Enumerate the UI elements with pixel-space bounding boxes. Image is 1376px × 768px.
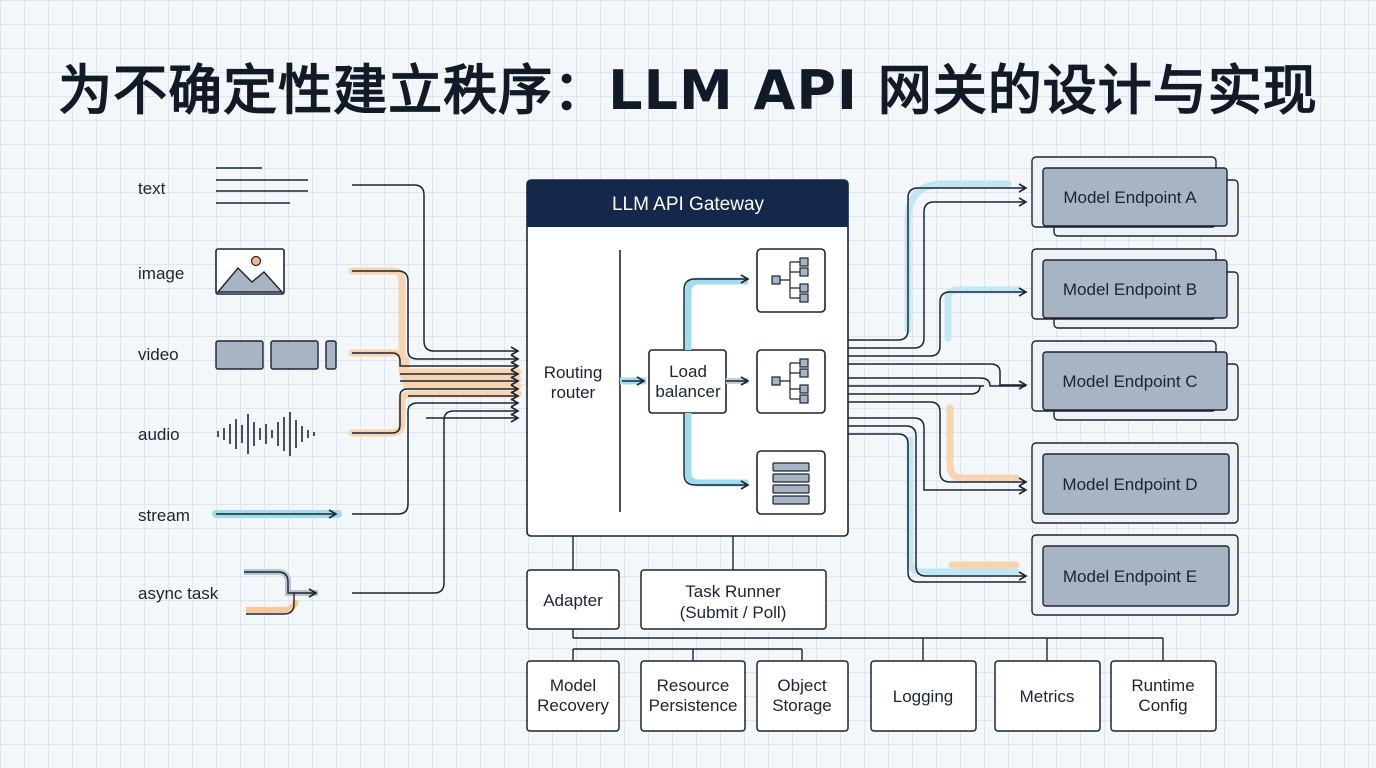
object-storage-box: Object Storage <box>756 660 849 732</box>
metrics-box: Metrics <box>994 660 1101 732</box>
task-runner-sub-label: (Submit / Poll) <box>680 603 787 622</box>
lb-branch-highlights <box>684 277 748 487</box>
lb-branch-connectors <box>683 274 750 490</box>
model-recovery-box: Model Recovery <box>526 660 620 732</box>
endpoint-a: Model Endpoint A <box>1031 156 1239 237</box>
input-label-stream: stream <box>138 506 190 525</box>
endpoint-c-label: Model Endpoint C <box>1062 372 1197 391</box>
queue-list-icon <box>756 450 826 515</box>
async-task-icon <box>244 569 318 615</box>
endpoint-d: Model Endpoint D <box>1031 442 1239 524</box>
page-title: 为不确定性建立秩序：LLM API 网关的设计与实现 <box>58 59 1318 122</box>
input-label-image: image <box>138 264 184 283</box>
endpoint-e-label: Model Endpoint E <box>1063 567 1197 586</box>
gateway-title: LLM API Gateway <box>612 194 765 215</box>
input-connectors <box>352 184 520 594</box>
model-recovery-label-2: Recovery <box>537 696 609 715</box>
endpoint-a-label: Model Endpoint A <box>1063 188 1197 207</box>
input-highlight-bands <box>348 267 522 437</box>
endpoint-d-label: Model Endpoint D <box>1062 475 1197 494</box>
model-tree-icon <box>756 248 826 313</box>
object-storage-label-1: Object <box>777 676 826 695</box>
logging-label: Logging <box>893 687 954 706</box>
router-label: router <box>551 383 596 402</box>
bottom-connectors <box>572 536 1164 661</box>
balancer-label: balancer <box>655 382 721 401</box>
input-label-text: text <box>138 179 166 198</box>
routing-label: Routing <box>544 363 603 382</box>
endpoint-e: Model Endpoint E <box>1031 534 1239 616</box>
audio-waveform-icon <box>217 412 315 456</box>
model-recovery-label-1: Model <box>550 676 596 695</box>
model-tree-icon <box>756 349 826 414</box>
logging-box: Logging <box>870 660 977 732</box>
resource-persistence-box: Resource Persistence <box>640 660 746 732</box>
input-label-video: video <box>138 345 179 364</box>
endpoint-c: Model Endpoint C <box>1031 340 1239 421</box>
endpoint-b-label: Model Endpoint B <box>1063 280 1197 299</box>
endpoint-b: Model Endpoint B <box>1031 248 1239 329</box>
task-runner-box: Task Runner (Submit / Poll) <box>640 569 827 630</box>
text-lines-icon <box>216 167 308 204</box>
adapter-label: Adapter <box>543 591 603 610</box>
resource-persistence-label-2: Persistence <box>649 696 738 715</box>
video-frames-icon <box>215 340 337 370</box>
runtime-config-label-1: Runtime <box>1131 676 1194 695</box>
task-runner-label: Task Runner <box>685 582 781 601</box>
load-label: Load <box>669 362 707 381</box>
load-balancer-box: Load balancer <box>648 349 727 414</box>
output-connectors <box>848 183 1028 583</box>
input-label-async-task: async task <box>138 584 219 603</box>
input-label-audio: audio <box>138 425 180 444</box>
metrics-label: Metrics <box>1020 687 1075 706</box>
resource-persistence-label-1: Resource <box>657 676 730 695</box>
object-storage-label-2: Storage <box>772 696 832 715</box>
runtime-config-box: Runtime Config <box>1110 660 1217 732</box>
adapter-box: Adapter <box>526 569 620 630</box>
runtime-config-label-2: Config <box>1138 696 1187 715</box>
image-icon <box>215 248 285 295</box>
